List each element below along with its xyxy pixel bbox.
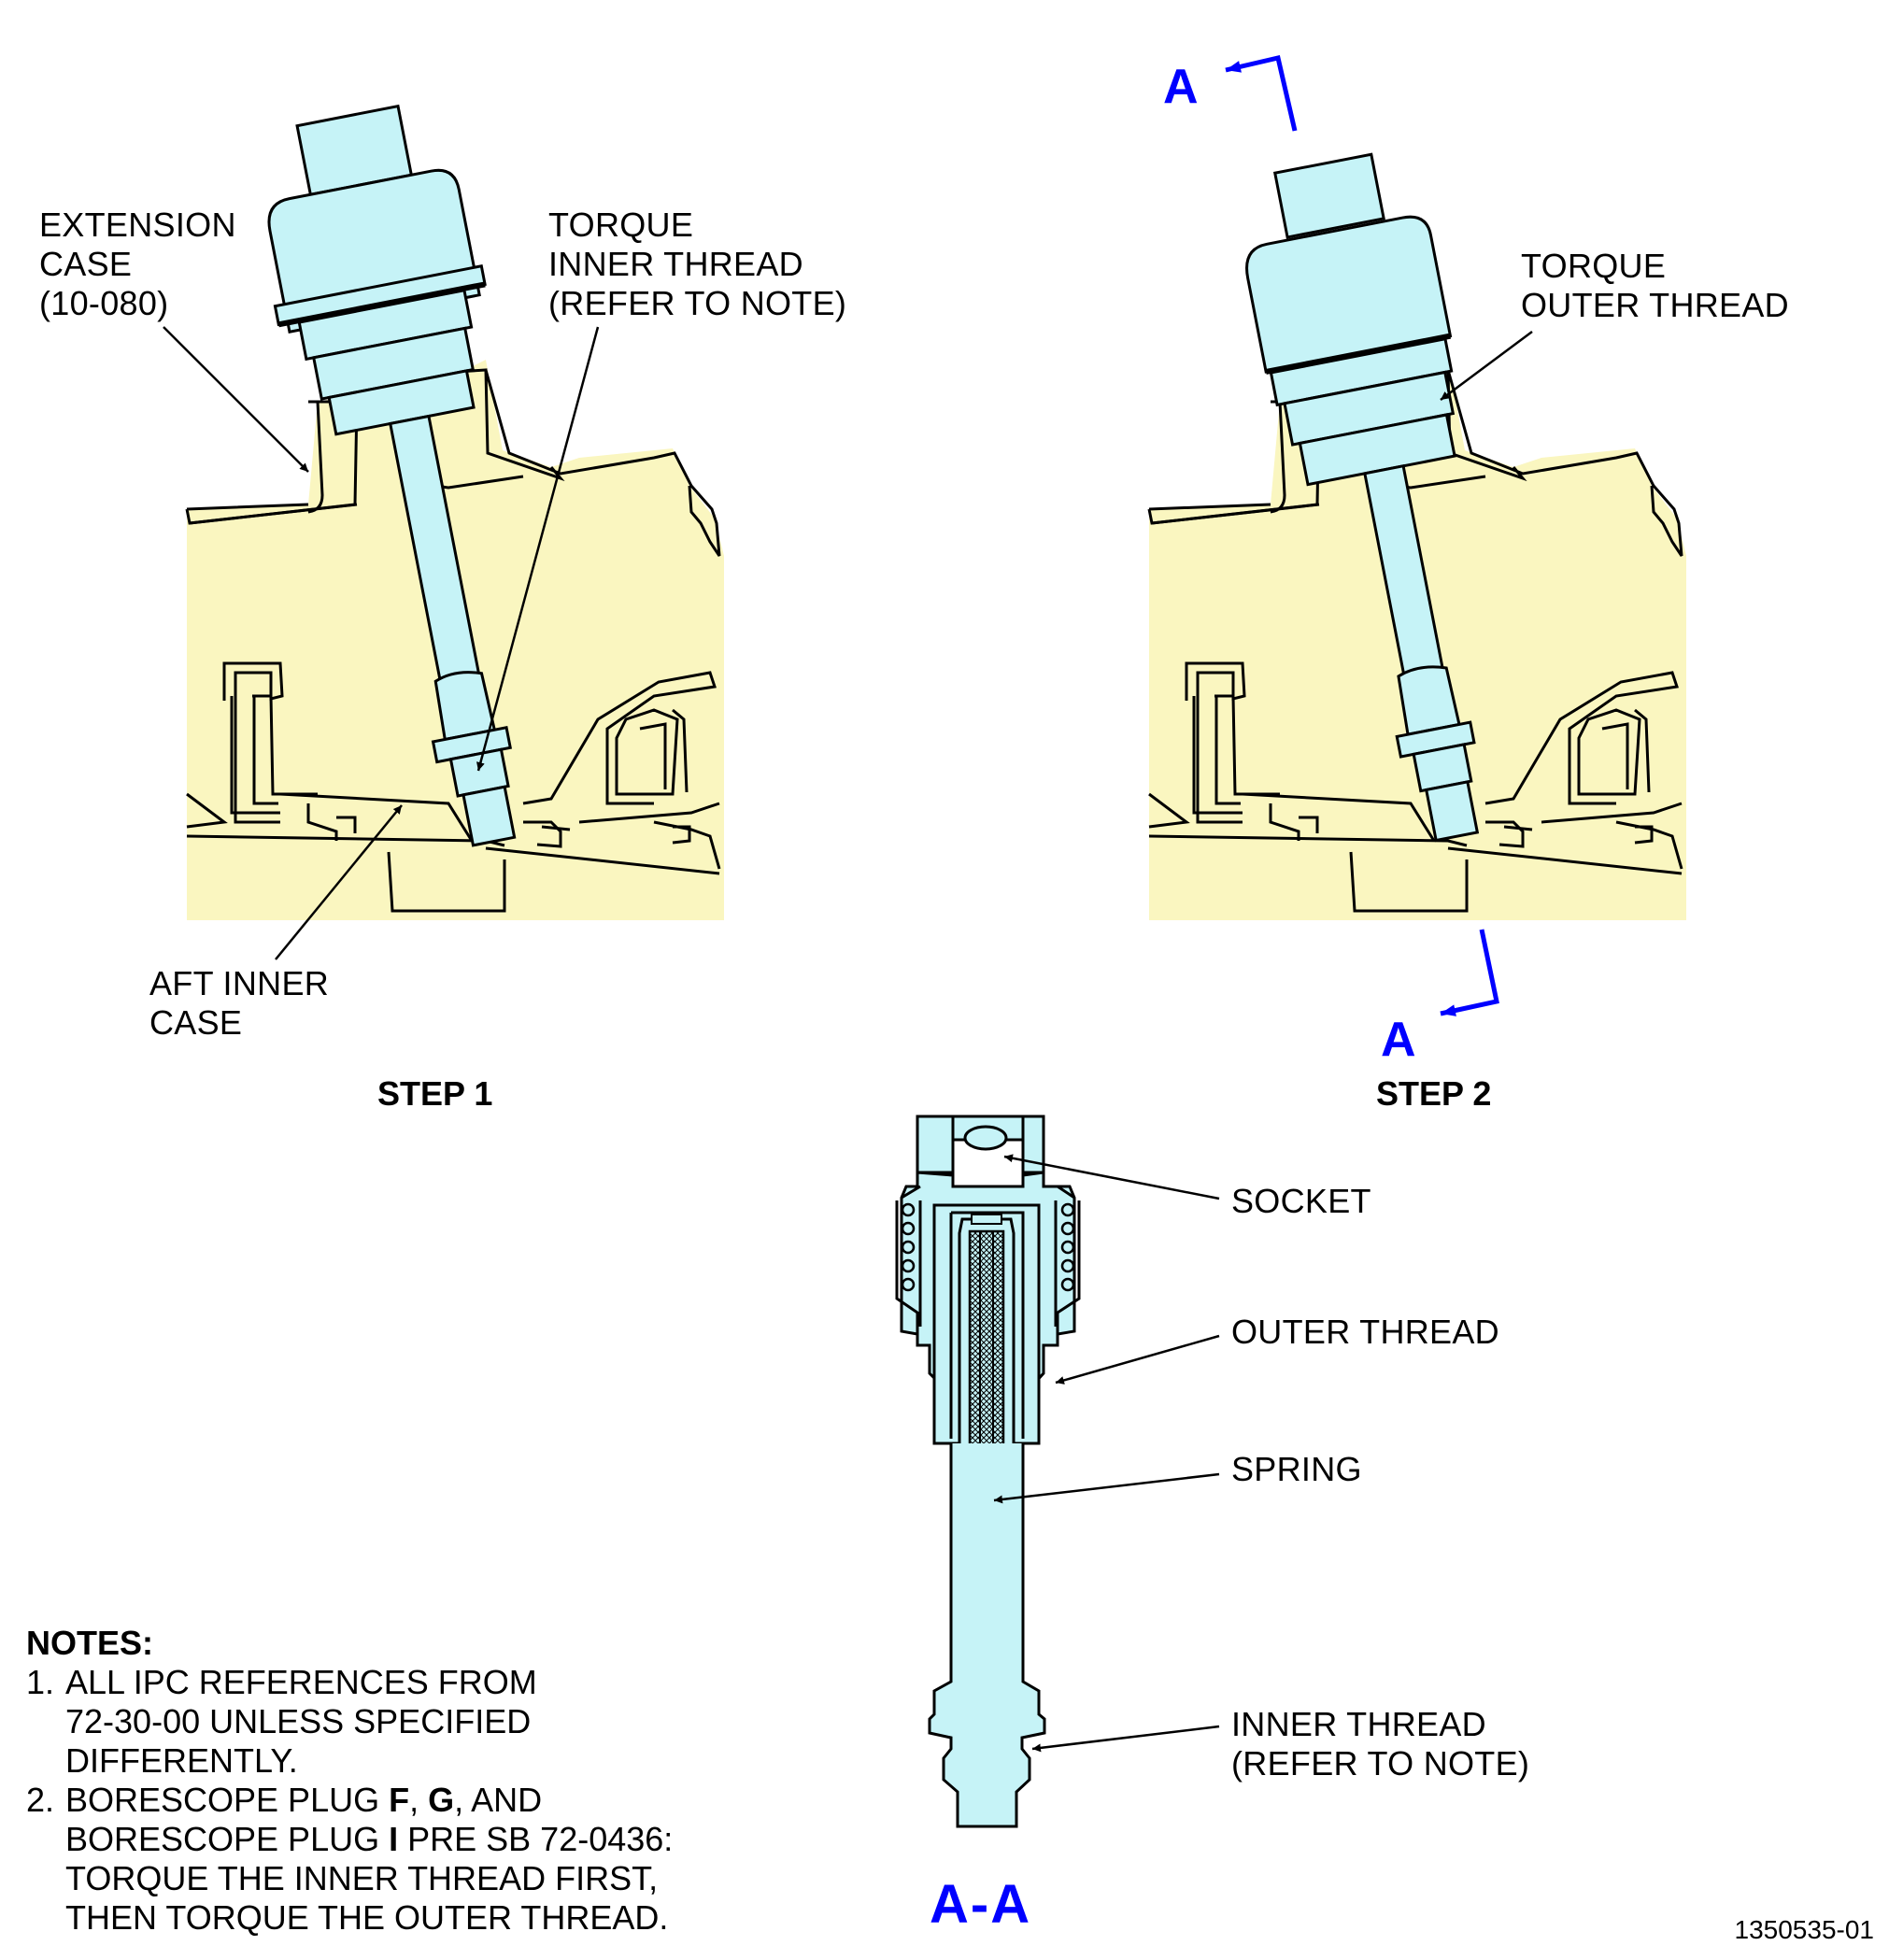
callout-inner-thread: INNER THREAD (REFER TO NOTE) bbox=[1231, 1705, 1530, 1782]
note-1-line: ALL IPC REFERENCES FROM bbox=[65, 1663, 537, 1701]
callout-extension-case: EXTENSION CASE (10-080) bbox=[39, 206, 236, 322]
callout-outer-thread: OUTER THREAD bbox=[1231, 1313, 1499, 1351]
section-mark-top: A bbox=[1163, 60, 1199, 114]
note-1-line: DIFFERENTLY. bbox=[65, 1741, 298, 1780]
callout-torque-outer-thread: TORQUE OUTER THREAD bbox=[1521, 247, 1789, 324]
section-mark-bottom: A bbox=[1381, 1013, 1416, 1067]
callout-spring: SPRING bbox=[1231, 1450, 1362, 1488]
note-2-line: BORESCOPE PLUG I PRE SB 72-0436: bbox=[65, 1820, 674, 1858]
notes-heading: NOTES: bbox=[26, 1624, 154, 1662]
step2-illustration bbox=[1147, 152, 1688, 922]
note-1-line: 72-30-00 UNLESS SPECIFIED bbox=[65, 1702, 532, 1740]
section-cut-marker-bottom bbox=[1440, 929, 1499, 1016]
note-2: 2. BORESCOPE PLUG F, G, AND BORESCOPE PL… bbox=[26, 1781, 673, 1938]
step2-title: STEP 2 bbox=[1376, 1074, 1492, 1113]
callout-aft-inner-case: AFT INNER CASE bbox=[149, 964, 330, 1042]
note-1-number: 1. bbox=[26, 1663, 55, 1701]
section-cut-marker-top bbox=[1225, 54, 1298, 132]
notes-block: NOTES: 1. ALL IPC REFERENCES FROM 72-30-… bbox=[26, 1624, 673, 1938]
note-1: 1. ALL IPC REFERENCES FROM 72-30-00 UNLE… bbox=[26, 1663, 673, 1781]
step1-illustration bbox=[163, 104, 726, 960]
section-view-title: A-A bbox=[930, 1874, 1032, 1935]
note-2-line: BORESCOPE PLUG F, G, AND bbox=[65, 1781, 543, 1819]
callout-socket: SOCKET bbox=[1231, 1182, 1371, 1220]
note-2-line: THEN TORQUE THE OUTER THREAD. bbox=[65, 1898, 669, 1937]
section-a-a-illustration bbox=[895, 1115, 1220, 1828]
note-2-line: TORQUE THE INNER THREAD FIRST, bbox=[65, 1859, 659, 1897]
callout-torque-inner-thread: TORQUE INNER THREAD (REFER TO NOTE) bbox=[548, 206, 847, 322]
figure-number: 1350535-01 bbox=[1734, 1915, 1874, 1944]
note-2-number: 2. bbox=[26, 1781, 55, 1819]
step1-title: STEP 1 bbox=[377, 1074, 493, 1113]
